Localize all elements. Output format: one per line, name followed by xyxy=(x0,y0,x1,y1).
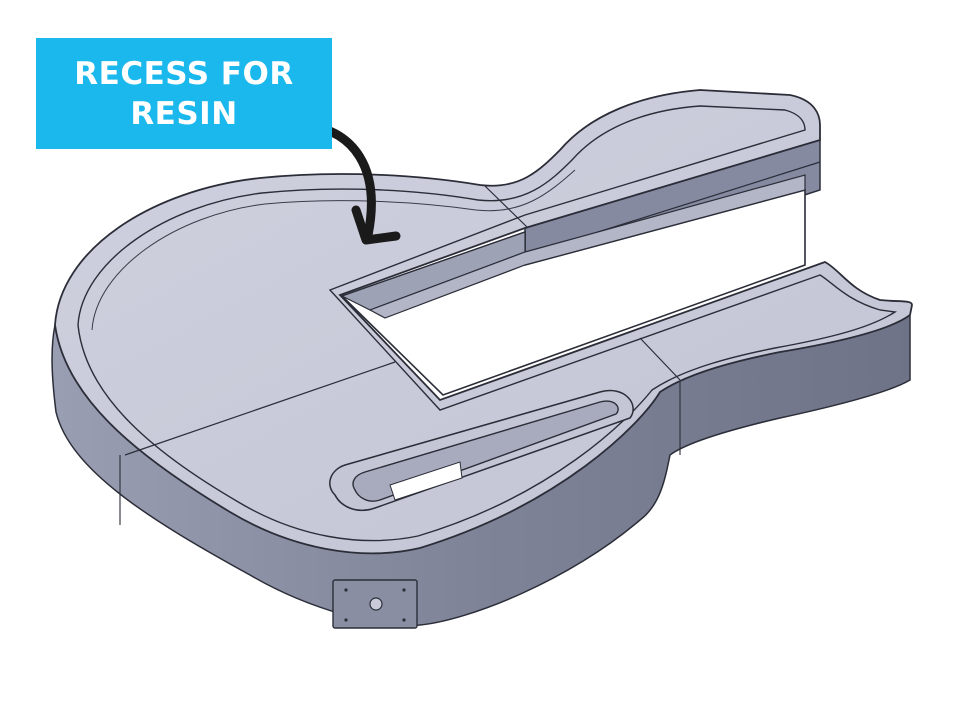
jack-screw-bottom-right xyxy=(402,618,406,622)
jack-screw-top-left xyxy=(344,588,348,592)
center-seam-line xyxy=(124,361,396,456)
resin-recess-edge xyxy=(77,105,897,542)
body-top-surface xyxy=(54,89,913,555)
upper-seam-line xyxy=(484,185,529,229)
arrow-head-icon xyxy=(351,205,401,245)
jack-screw-top-right xyxy=(402,588,406,592)
pickup-cavity-floor xyxy=(389,461,463,501)
callout-line-2: RESIN xyxy=(130,95,238,132)
callout-line-1: RECESS FOR xyxy=(74,55,294,92)
recess-callout-label: RECESS FOR RESIN xyxy=(36,38,332,149)
neck-pocket-floor-wall xyxy=(368,174,806,319)
jack-hole xyxy=(369,597,383,611)
jack-screw-bottom-left xyxy=(344,618,348,622)
lower-seam-line xyxy=(639,337,681,381)
rim-inner-line xyxy=(91,169,576,331)
